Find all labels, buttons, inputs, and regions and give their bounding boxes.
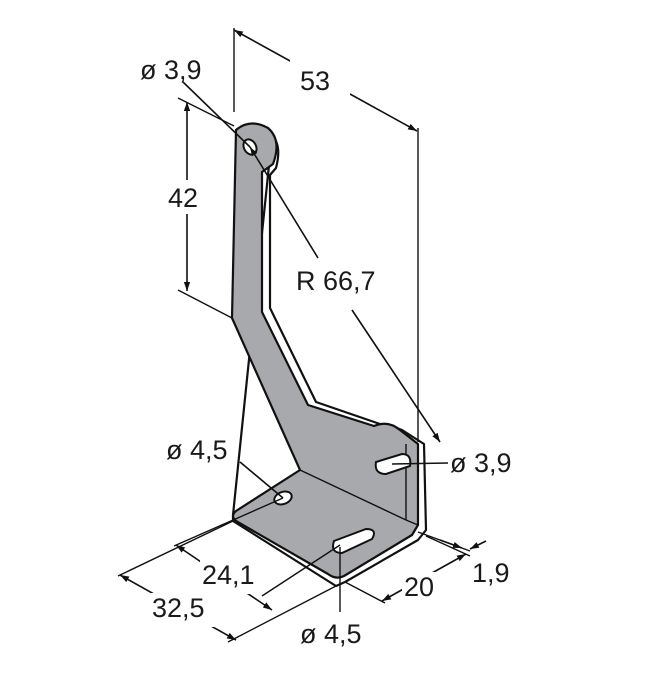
dim-hole-top: ø 3,9 — [140, 55, 251, 148]
label-base-depth: 20 — [404, 572, 434, 602]
label-hole-bottom: ø 4,5 — [300, 619, 362, 649]
dim-thickness: 1,9 — [417, 531, 510, 588]
bracket-face — [230, 122, 420, 579]
dim-hole-bottom: ø 4,5 — [300, 547, 362, 649]
dim-width-total: 53 — [233, 28, 419, 442]
dim-base-width: 32,5 — [117, 520, 337, 643]
label-hole-top: ø 3,9 — [140, 55, 202, 85]
label-height-upper: 42 — [168, 183, 198, 213]
dim-hole-right: ø 3,9 — [391, 448, 512, 478]
dim-height-upper: 42 — [166, 97, 235, 319]
label-thickness: 1,9 — [472, 558, 510, 588]
label-hole-distance: 24,1 — [202, 560, 255, 590]
label-hole-right: ø 3,9 — [450, 448, 512, 478]
label-radius: R 66,7 — [296, 266, 376, 296]
dim-base-depth: 20 — [344, 535, 471, 604]
dim-hole-left: ø 4,5 — [166, 435, 284, 499]
bottom-slot — [332, 527, 375, 555]
label-width-total: 53 — [300, 66, 330, 96]
bracket-part — [230, 122, 428, 588]
label-base-width: 32,5 — [152, 593, 205, 623]
dim-radius: R 66,7 — [249, 146, 441, 443]
label-hole-left: ø 4,5 — [166, 435, 228, 465]
